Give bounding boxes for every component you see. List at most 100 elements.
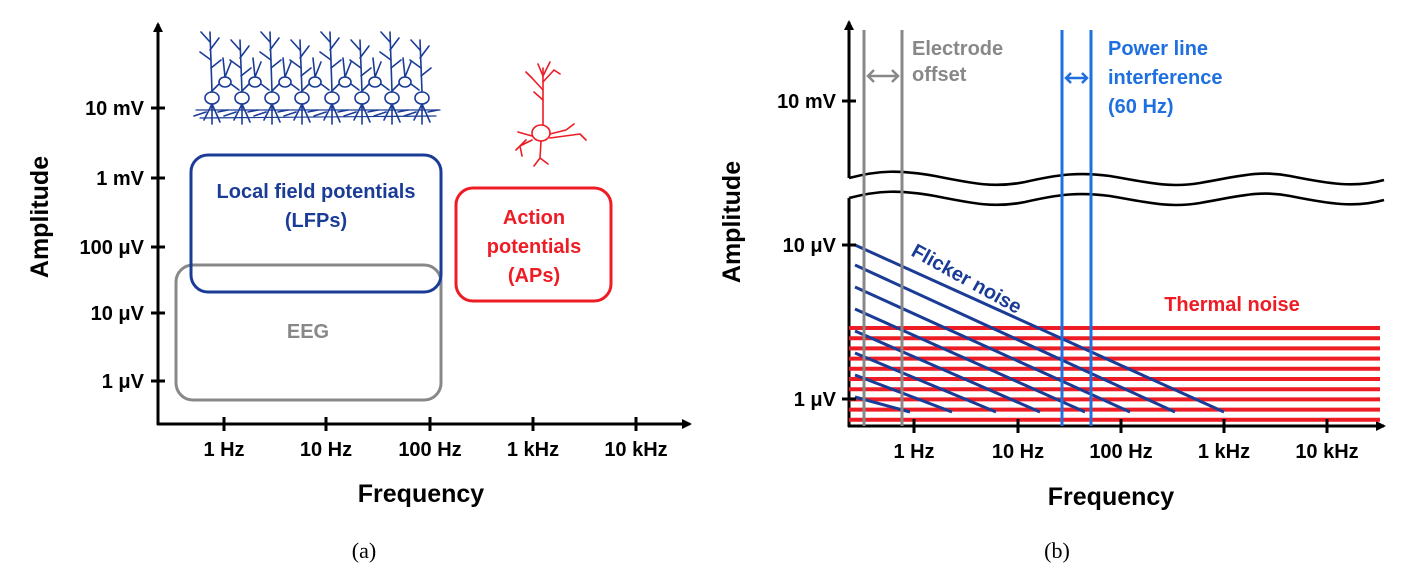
panel-a-x-tick-label: 10 kHz — [604, 439, 667, 461]
panel-b-caption: (b) — [1044, 538, 1070, 563]
soma — [248, 76, 262, 88]
soma — [338, 76, 352, 88]
panel-a-y-tick-label: 10 μV — [91, 303, 145, 325]
soma — [294, 91, 310, 105]
dendrite — [240, 57, 270, 93]
dendrite — [193, 103, 229, 125]
dendrite — [319, 31, 342, 69]
eeg-region — [174, 263, 443, 402]
panel-a-x-ticks — [222, 417, 638, 431]
panel-b-y-axis-title: Amplitude — [718, 161, 746, 283]
dendrite — [299, 39, 303, 93]
dendrite — [269, 31, 273, 93]
dendrite — [300, 57, 330, 93]
panel-a-x-tick-label: 1 kHz — [507, 439, 559, 461]
panel-a-y-axis-title: Amplitude — [26, 156, 54, 278]
panel-b-y-tick-label: 1 μV — [794, 389, 837, 411]
dendrite — [419, 39, 423, 93]
eeg-label: EEG — [287, 321, 329, 343]
flicker-noise-line — [854, 351, 997, 414]
dendrite — [195, 109, 441, 119]
panel-a-x-tick-label: 100 Hz — [398, 439, 461, 461]
panel-a: 10 mV 1 mV 100 μV 10 μV 1 μV 1 Hz 10 Hz … — [26, 22, 692, 563]
ap-label-line2: potentials — [487, 236, 581, 258]
dendrite — [360, 57, 390, 93]
dendrite — [253, 103, 289, 125]
soma — [384, 91, 400, 105]
dendrite — [373, 103, 409, 125]
dendrite — [379, 31, 402, 69]
panel-b-y-ticks — [842, 99, 856, 401]
dendrite — [209, 31, 213, 93]
lfp-region — [189, 153, 443, 294]
electrode-offset-label-line1: Electrode — [912, 38, 1003, 60]
dendrite — [349, 39, 372, 77]
soma — [398, 76, 412, 88]
soma — [234, 91, 250, 105]
soma — [264, 91, 280, 105]
lfp-label-line2: (LFPs) — [285, 210, 347, 232]
dendrite — [330, 57, 360, 93]
panel-b-y-tick-label: 10 mV — [777, 91, 837, 113]
dendrite — [259, 31, 282, 69]
soma — [414, 91, 430, 105]
soma — [354, 91, 370, 105]
soma — [218, 76, 232, 88]
soma — [204, 91, 220, 105]
dendrite — [313, 103, 349, 125]
power-line-label-line3: (60 Hz) — [1108, 96, 1174, 118]
single-neuron-icon — [515, 61, 587, 167]
thermal-noise-band — [849, 326, 1380, 422]
panel-b-x-tick-label: 10 kHz — [1295, 441, 1358, 463]
dendrite — [270, 57, 300, 93]
flicker-noise-label: Flicker noise — [908, 240, 1026, 319]
dendrite — [389, 31, 393, 93]
dendrite — [239, 39, 243, 93]
panel-b-x-tick-label: 100 Hz — [1089, 441, 1152, 463]
ap-label-line3: (APs) — [508, 265, 560, 287]
panel-b-x-axis-title: Frequency — [1048, 483, 1175, 511]
soma — [368, 76, 382, 88]
power-line-arrow — [1064, 72, 1089, 84]
panel-b-x-tick-label: 10 Hz — [992, 441, 1044, 463]
dendrite — [403, 103, 439, 125]
dendrite — [359, 39, 363, 93]
dendrite — [283, 103, 319, 125]
flicker-noise-line — [854, 329, 1041, 414]
dendrite — [199, 31, 222, 69]
power-line-lines — [1060, 30, 1093, 426]
panel-a-x-tick-label: 10 Hz — [300, 439, 352, 461]
axis-break-upper — [848, 170, 1385, 187]
electrode-offset-label-line2: offset — [912, 64, 967, 86]
flicker-noise-line — [854, 243, 1225, 414]
panel-a-x-axis-title: Frequency — [358, 480, 485, 508]
soma — [278, 76, 292, 88]
dendrite — [390, 57, 420, 93]
dendrite — [409, 39, 432, 77]
lfp-label-line1: Local field potentials — [217, 181, 416, 203]
flicker-noise-line — [854, 263, 1176, 414]
power-line-label-line2: interference — [1108, 67, 1223, 89]
panel-a-y-tick-label: 1 μV — [102, 371, 145, 393]
panel-a-y-tick-label: 10 mV — [85, 98, 145, 120]
dendrite — [329, 31, 333, 93]
axis-break-lower — [848, 190, 1385, 207]
dendrite — [229, 39, 252, 77]
dendrite — [289, 39, 312, 77]
panel-a-y-tick-label: 1 mV — [96, 168, 144, 190]
soma — [324, 91, 340, 105]
neuron-population-icon — [193, 31, 441, 125]
dendrite — [223, 103, 259, 125]
electrode-offset-arrow — [866, 69, 900, 83]
panel-b-x-ticks — [912, 419, 1329, 433]
flicker-noise-line — [854, 307, 1086, 414]
power-line-label-line1: Power line — [1108, 38, 1208, 60]
electrode-offset-lines — [862, 30, 904, 426]
panel-a-caption: (a) — [352, 538, 376, 563]
thermal-noise-label: Thermal noise — [1164, 294, 1300, 316]
dendrite — [210, 57, 240, 93]
panel-b: Electrode offset Power line interference… — [718, 20, 1386, 563]
panel-a-y-tick-label: 100 μV — [79, 237, 144, 259]
panel-a-x-tick-label: 1 Hz — [203, 439, 244, 461]
